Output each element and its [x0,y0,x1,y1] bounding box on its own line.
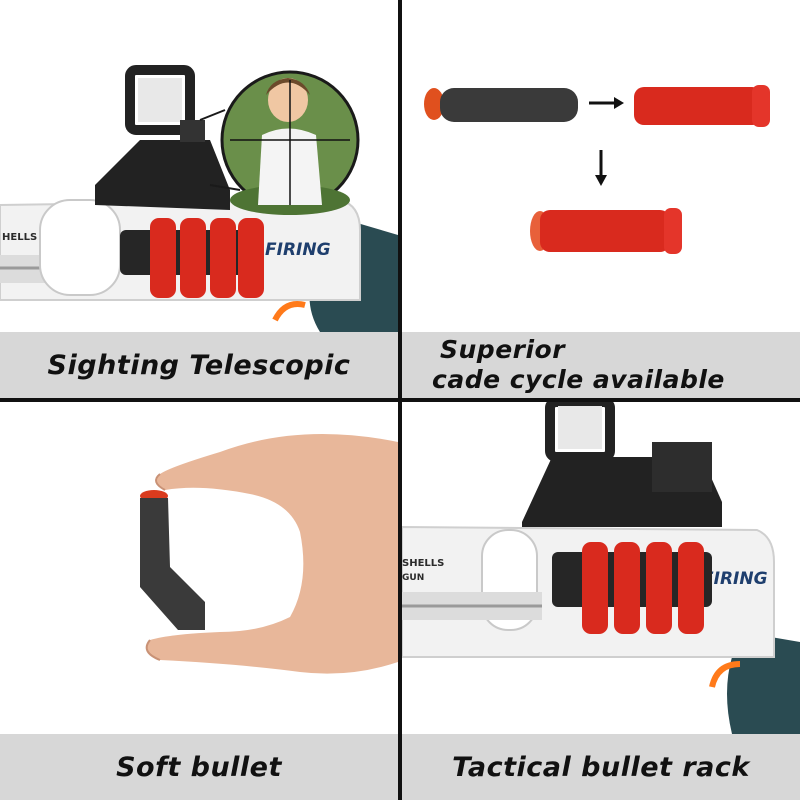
trigger [272,301,306,322]
bent-foam-dart [140,490,205,630]
caption-line-1: Superior [440,335,566,364]
panel-soft-bullet: Soft bullet [0,402,398,800]
foam-dart [424,88,578,122]
arrow-right-icon [589,97,624,109]
scope-mount [95,140,230,210]
child-face [268,78,308,122]
shells-label: SHELLS [402,558,444,569]
caption-text: Sighting Telescopic [47,349,351,381]
panel-superior-cycle: Superior cade cycle available [402,0,800,398]
shotgun-shells [582,542,704,634]
red-dot-sight [125,65,195,135]
caption-sighting-telescopic: Sighting Telescopic [0,332,398,398]
red-shell-top [634,85,770,127]
caption-line-2: cade cycle available [432,365,725,394]
horizontal-divider [0,398,800,402]
hand [145,434,398,674]
bullet-rack-illustration: SHELLS GUN FIRING [402,402,800,734]
soft-bullet-illustration [0,402,398,734]
gun-pump [39,199,121,296]
caption-superior-cycle: Superior cade cycle available [402,332,800,398]
caption-text: Tactical bullet rack [452,751,750,783]
caption-tactical-rack: Tactical bullet rack [402,734,800,800]
gun-sub-label: GUN [402,573,424,583]
red-dot-sight [545,402,615,462]
dart-cycle-illustration [402,0,800,332]
trigger [709,661,741,688]
caption-soft-bullet: Soft bullet [0,734,398,800]
firing-label: FIRING [702,569,768,589]
gun-scope-illustration: HELLS FIRING [0,0,398,332]
panel-sighting-telescopic: HELLS FIRING [0,0,398,398]
arrow-down-icon [595,150,607,186]
firing-label: FIRING [265,240,331,260]
caption-text: Soft bullet [116,751,282,783]
shells-label: HELLS [2,232,37,243]
panel-tactical-rack: SHELLS GUN FIRING Tactical bullet rack [402,402,800,800]
shotgun-shells [150,218,264,298]
red-shell-bottom [530,208,682,254]
scope-view-circle [220,70,360,215]
